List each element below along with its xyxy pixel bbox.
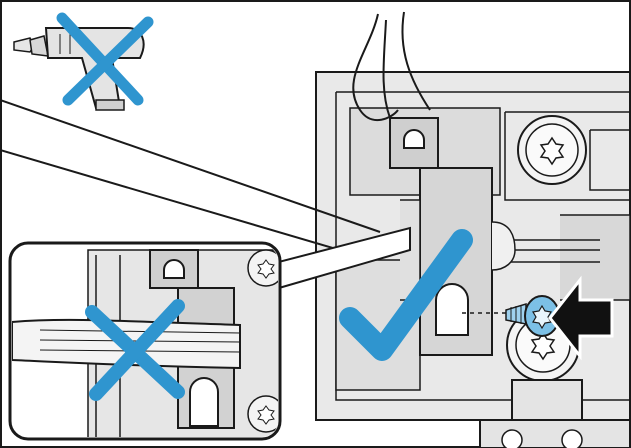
magnifier-callout-lines [0,99,411,292]
check-icon [339,229,473,361]
hanger-plate [479,379,631,448]
wrong-assembly-inset [8,241,282,441]
cross-icon [85,299,185,401]
torx-screw-top [517,115,587,185]
arrow-left-icon [548,275,614,361]
cables [352,11,431,122]
screw-icon [505,295,560,337]
cross-icon [56,12,154,106]
